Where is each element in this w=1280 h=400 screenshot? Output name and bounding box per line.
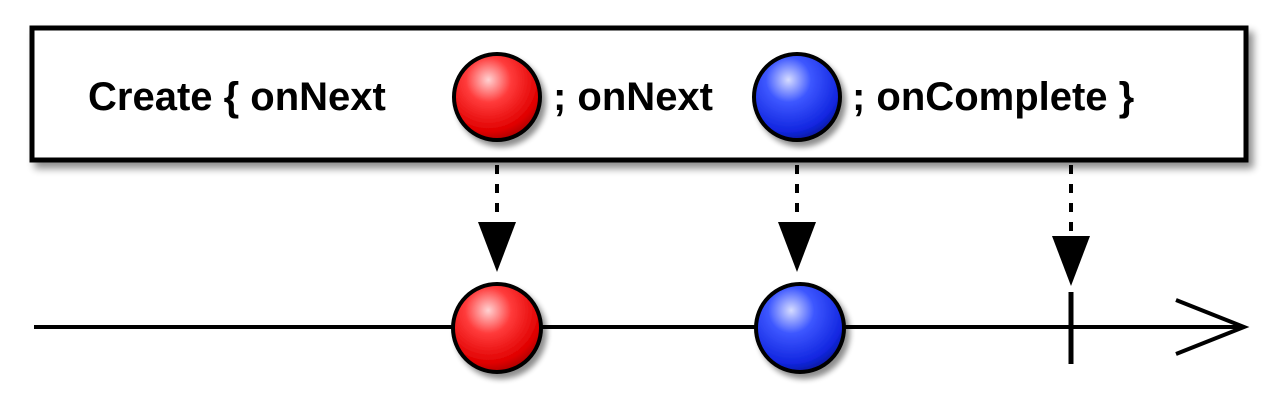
emission-arrow-red [478, 165, 516, 272]
timeline-red-marble [451, 282, 543, 374]
operator-text-suffix: ; onComplete } [852, 75, 1134, 119]
operator-blue-marble [752, 52, 842, 142]
operator-red-marble [452, 52, 542, 142]
emission-arrow-blue [778, 165, 816, 272]
operator-text-prefix: Create { onNext [88, 75, 386, 119]
operator-text-middle: ; onNext [553, 75, 713, 119]
operator-box: Create { onNext ; onNext ; onComplete } [29, 25, 1249, 163]
completion-arrow [1052, 165, 1090, 286]
timeline-blue-marble [754, 282, 846, 374]
timeline [34, 298, 1250, 356]
timeline-arrowhead [1175, 298, 1250, 356]
